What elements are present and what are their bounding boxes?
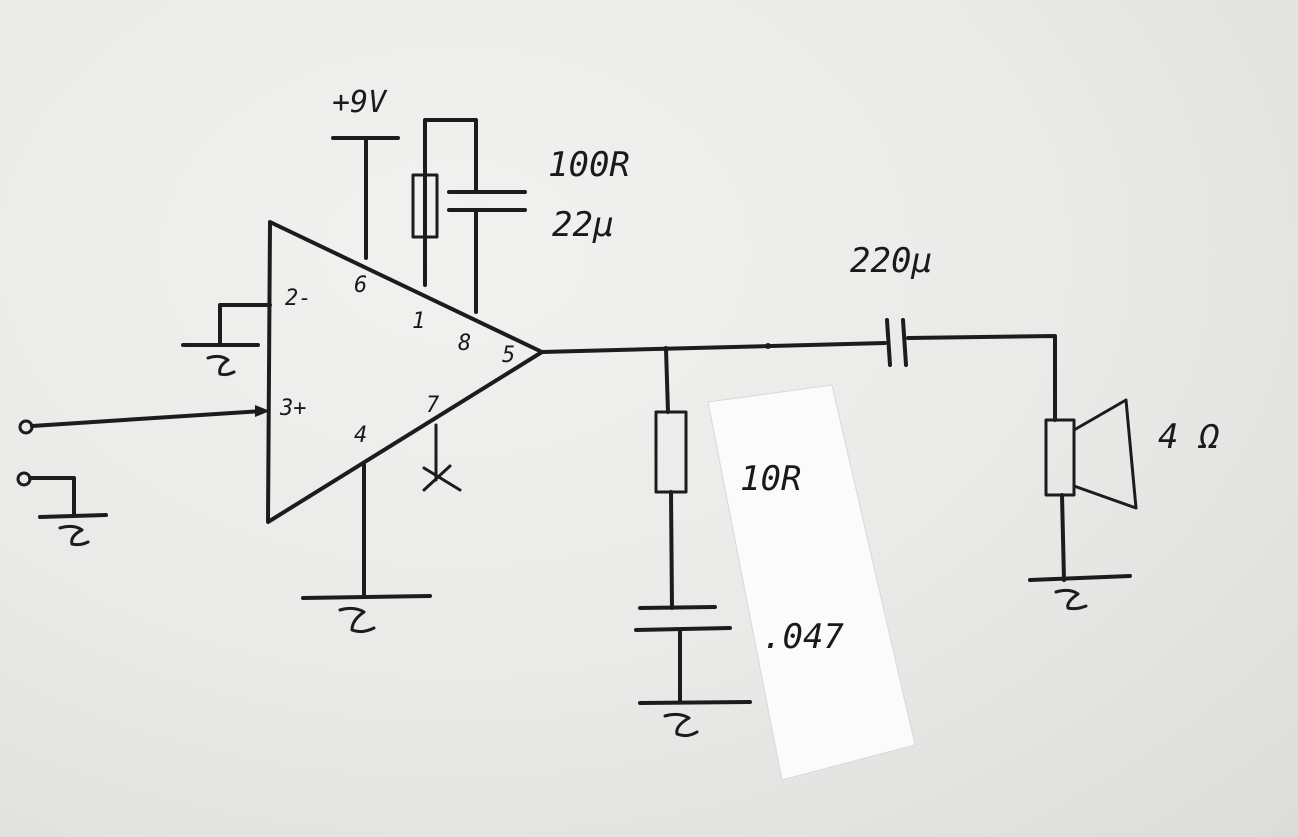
pin-2-label: 2- (285, 286, 312, 311)
paper-strip (707, 384, 916, 781)
feedback-resistor (411, 173, 439, 239)
pin7-no-connect (422, 423, 462, 492)
pin2-ground (181, 303, 272, 377)
feedback-resistor-label: 100R (548, 145, 630, 185)
output-capacitor-label: 220µ (850, 241, 932, 281)
pin-4-label: 4 (354, 423, 367, 448)
supply-label: +9V (332, 85, 388, 120)
pin-5-label: 5 (502, 343, 515, 368)
pin-8-label: 8 (458, 331, 471, 356)
pin-1-label: 1 (412, 309, 425, 334)
speaker-label: 4 Ω (1158, 417, 1220, 457)
speaker-coil (1044, 418, 1076, 497)
zobel-capacitor-plate-top (638, 605, 717, 610)
speaker-cone (1072, 398, 1138, 510)
input-terminal-signal (18, 419, 34, 435)
zobel-resistor (654, 410, 688, 494)
speaker (1028, 398, 1138, 611)
feedback-network (411, 118, 527, 314)
output-capacitor-plate-left (885, 318, 892, 367)
pin-7-label: 7 (426, 393, 440, 418)
zobel-capacitor-plate-bottom (634, 626, 732, 632)
amplifier-triangle (266, 220, 544, 524)
pin4-ground (301, 463, 432, 634)
zobel-capacitor-label: .047 (762, 617, 844, 657)
pin-6-label: 6 (354, 273, 367, 298)
pin-3-label: 3+ (279, 396, 307, 421)
zobel-network (634, 347, 752, 738)
input-terminals (16, 405, 270, 547)
zobel-resistor-label: 10R (740, 459, 801, 499)
feedback-capacitor-label: 22µ (552, 205, 613, 245)
output-capacitor-plate-right (901, 318, 908, 367)
input-terminal-ground (16, 471, 32, 487)
supply-rail (331, 136, 400, 260)
